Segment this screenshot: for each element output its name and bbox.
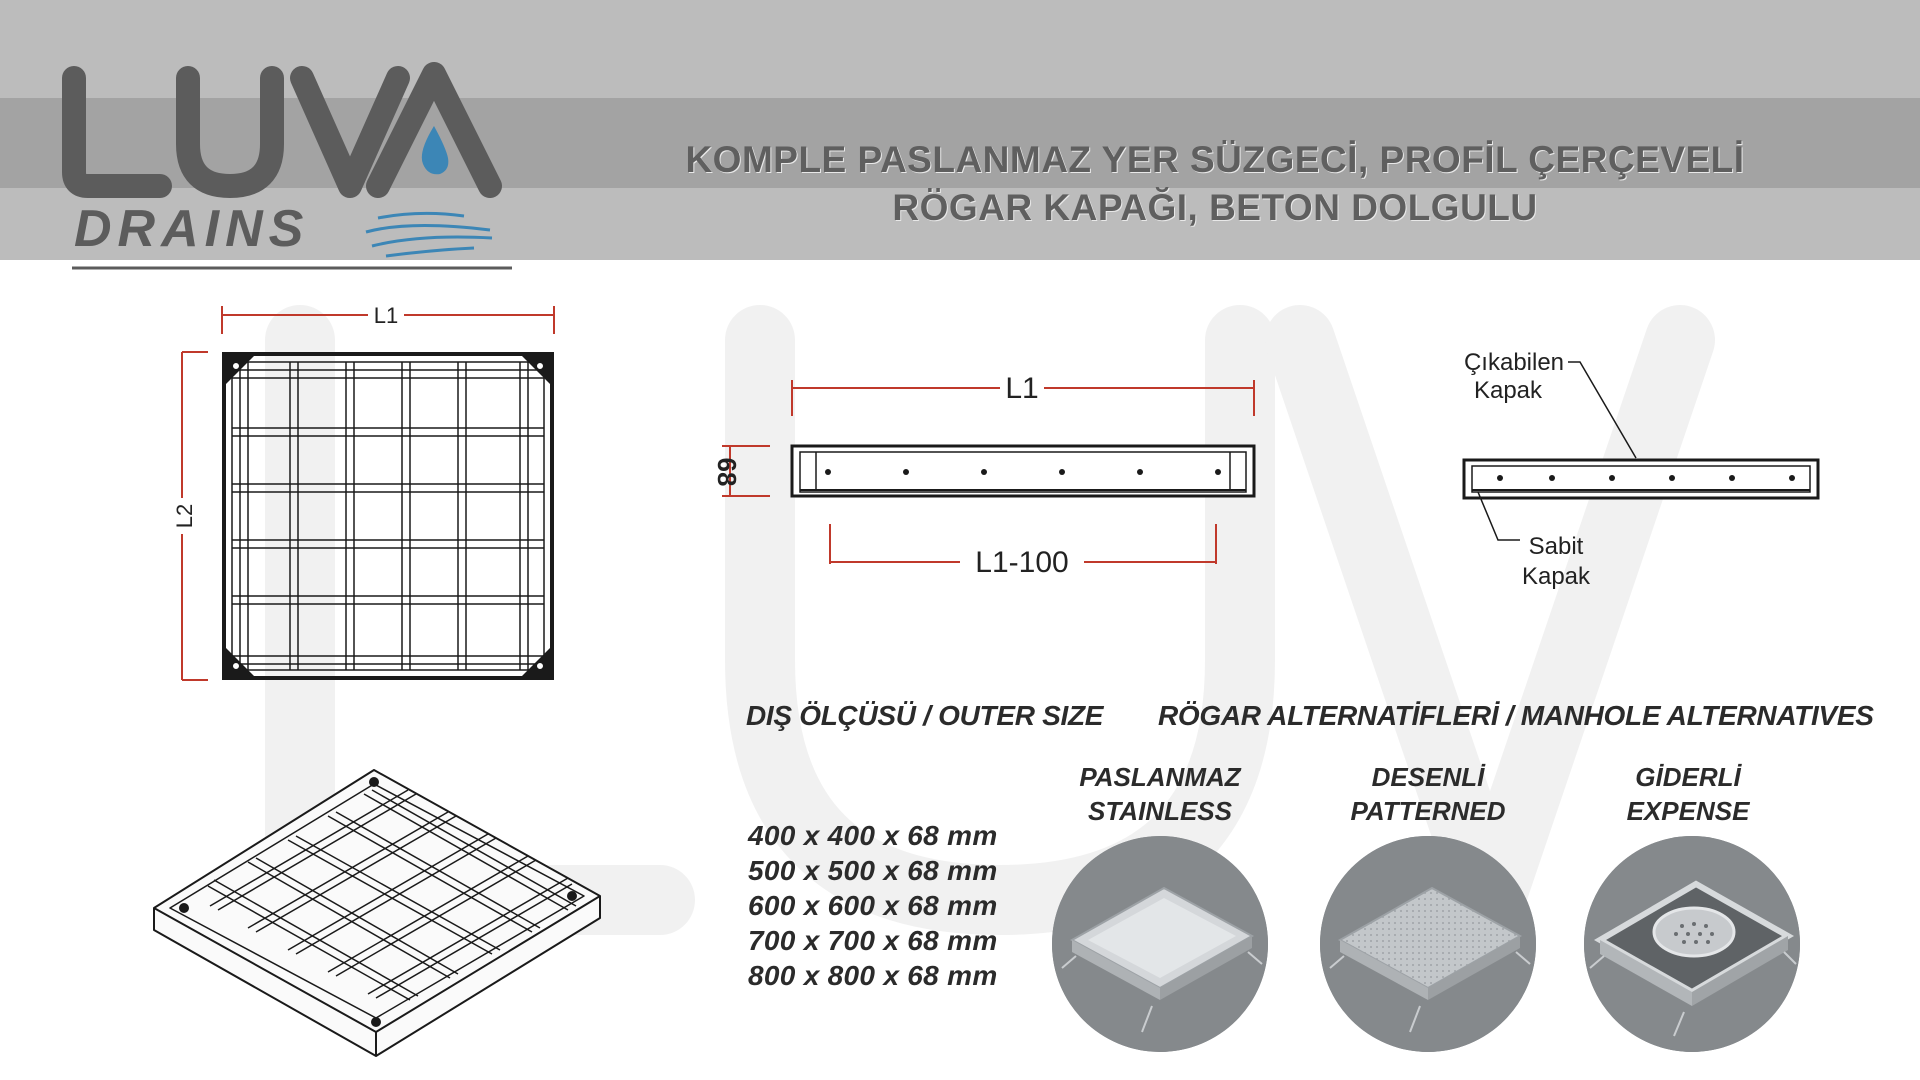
- title-line-2: RÖGAR KAPAĞI, BETON DOLGULU: [892, 187, 1538, 228]
- alt-drain-en: EXPENSE: [1626, 796, 1750, 826]
- plan-height-label: L2: [172, 504, 197, 528]
- brand-sub-text: DRAINS: [74, 200, 309, 258]
- plan-view-drawing: L1 L2: [168, 300, 555, 681]
- luva-drains-logo: DRAINS LUVA: [60, 60, 530, 275]
- removable-cover-label-2: Kapak: [1474, 377, 1543, 404]
- section-height-label: 68: [712, 458, 742, 487]
- fixed-cover-label-1: Sabit: [1529, 533, 1584, 560]
- section-top-label: L1: [1005, 372, 1038, 405]
- alt-patterned-tr: DESENLİ: [1371, 762, 1485, 792]
- size-row: 500 x 500 x 68 mm: [748, 855, 998, 886]
- stainless-cover-photo: [1052, 836, 1268, 1052]
- water-drop-icon: [421, 126, 449, 175]
- alt-stainless-en: STAINLESS: [1088, 796, 1232, 826]
- page-title: KOMPLE PASLANMAZ YER SÜZGECİ, PROFİL ÇER…: [600, 136, 1830, 232]
- alt-stainless-tr: PASLANMAZ: [1079, 762, 1241, 792]
- removable-cover-label-1: Çıkabilen: [1464, 349, 1564, 376]
- alt-drain-label: GİDERLİ EXPENSE: [1558, 760, 1818, 828]
- title-line-1: KOMPLE PASLANMAZ YER SÜZGECİ, PROFİL ÇER…: [685, 139, 1745, 180]
- plan-width-label: L1: [374, 303, 398, 328]
- outer-size-heading: DIŞ ÖLÇÜSÜ / OUTER SIZE: [746, 700, 1104, 731]
- header-band-top: [0, 0, 1920, 98]
- size-row: 600 x 600 x 68 mm: [748, 890, 998, 921]
- section-bottom-label: L1-100: [975, 546, 1068, 579]
- alt-stainless-label: PASLANMAZ STAINLESS: [1030, 760, 1290, 828]
- alt-patterned-label: DESENLİ PATTERNED: [1298, 760, 1558, 828]
- drain-cover-photo: [1584, 836, 1800, 1052]
- size-row: 400 x 400 x 68 mm: [748, 820, 998, 851]
- patterned-cover-photo: [1320, 836, 1536, 1052]
- header-band-bottom: [0, 188, 1920, 260]
- alternatives-heading: RÖGAR ALTERNATİFLERİ / MANHOLE ALTERNATI…: [1158, 700, 1874, 731]
- cover-detail-drawing: Çıkabilen Kapak Sabit Kapak: [1462, 349, 1820, 590]
- size-row: 800 x 800 x 68 mm: [748, 960, 998, 991]
- section-view-drawing: L1 68 L1-100: [712, 372, 1256, 579]
- size-row: 700 x 700 x 68 mm: [748, 925, 998, 956]
- alt-drain-tr: GİDERLİ: [1635, 762, 1741, 792]
- isometric-view-drawing: [153, 769, 601, 1057]
- alt-patterned-en: PATTERNED: [1350, 796, 1506, 826]
- fixed-cover-label-2: Kapak: [1522, 563, 1591, 590]
